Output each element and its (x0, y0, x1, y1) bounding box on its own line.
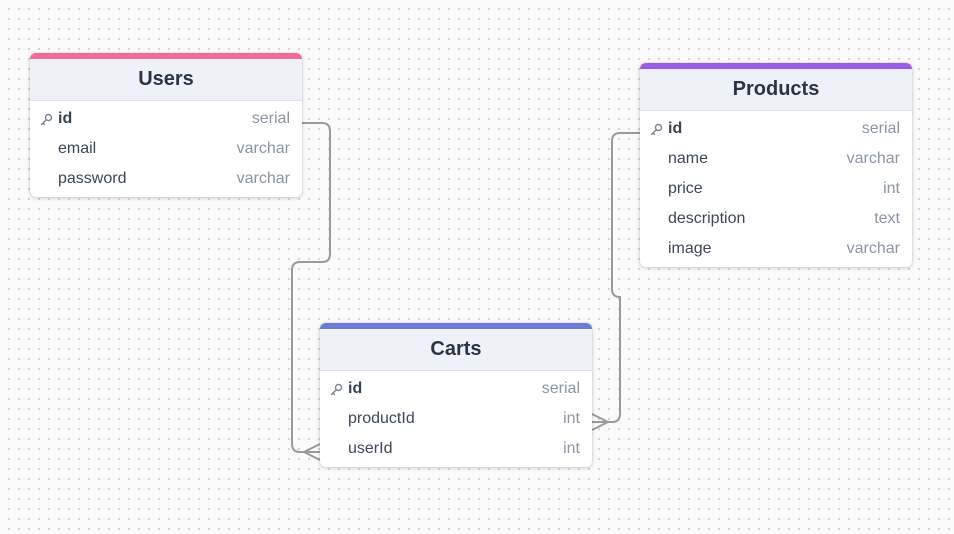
field-row-image[interactable]: image varchar (640, 234, 912, 264)
field-name: productId (348, 410, 415, 427)
key-icon (650, 123, 668, 136)
table-header[interactable]: Carts (320, 329, 592, 371)
crowfoot-users-carts (301, 443, 321, 461)
field-type: int (563, 440, 580, 457)
field-row-id[interactable]: id serial (30, 104, 302, 134)
table-title: Users (138, 68, 194, 90)
table-accent-bar (640, 63, 912, 69)
field-name: id (58, 110, 73, 127)
field-row-description[interactable]: description text (640, 204, 912, 234)
field-name: image (668, 240, 712, 257)
field-name: userId (348, 440, 393, 457)
field-type: serial (541, 380, 580, 397)
relation-products-carts[interactable] (592, 132, 641, 423)
table-title: Carts (430, 338, 482, 360)
field-name: password (58, 170, 127, 187)
table-carts[interactable]: Carts id serial productId int (320, 323, 592, 467)
field-type: varchar (846, 240, 900, 257)
field-name: id (348, 380, 363, 397)
field-row-price[interactable]: price int (640, 174, 912, 204)
field-name: id (668, 120, 683, 137)
field-type: text (874, 210, 900, 227)
field-name: description (668, 210, 746, 227)
field-type: int (883, 180, 900, 197)
field-row-id[interactable]: id serial (640, 114, 912, 144)
field-row-productId[interactable]: productId int (320, 404, 592, 434)
key-icon (330, 383, 348, 396)
key-icon (40, 113, 58, 126)
field-name: email (58, 140, 97, 157)
crowfoot-products-carts (591, 413, 611, 431)
table-accent-bar (320, 323, 592, 329)
field-type: serial (861, 120, 900, 137)
field-row-password[interactable]: password varchar (30, 164, 302, 194)
table-header[interactable]: Users (30, 59, 302, 101)
field-name: name (668, 150, 709, 167)
table-accent-bar (30, 53, 302, 59)
table-products[interactable]: Products id serial name varchar (640, 63, 912, 267)
field-type: int (563, 410, 580, 427)
field-name: price (668, 180, 703, 197)
field-row-email[interactable]: email varchar (30, 134, 302, 164)
table-users[interactable]: Users id serial email varchar (30, 53, 302, 197)
field-row-name[interactable]: name varchar (640, 144, 912, 174)
field-type: varchar (846, 150, 900, 167)
table-title: Products (732, 78, 820, 100)
field-type: varchar (236, 140, 290, 157)
table-header[interactable]: Products (640, 69, 912, 111)
field-row-userId[interactable]: userId int (320, 434, 592, 464)
field-row-id[interactable]: id serial (320, 374, 592, 404)
field-type: varchar (236, 170, 290, 187)
field-type: serial (251, 110, 290, 127)
